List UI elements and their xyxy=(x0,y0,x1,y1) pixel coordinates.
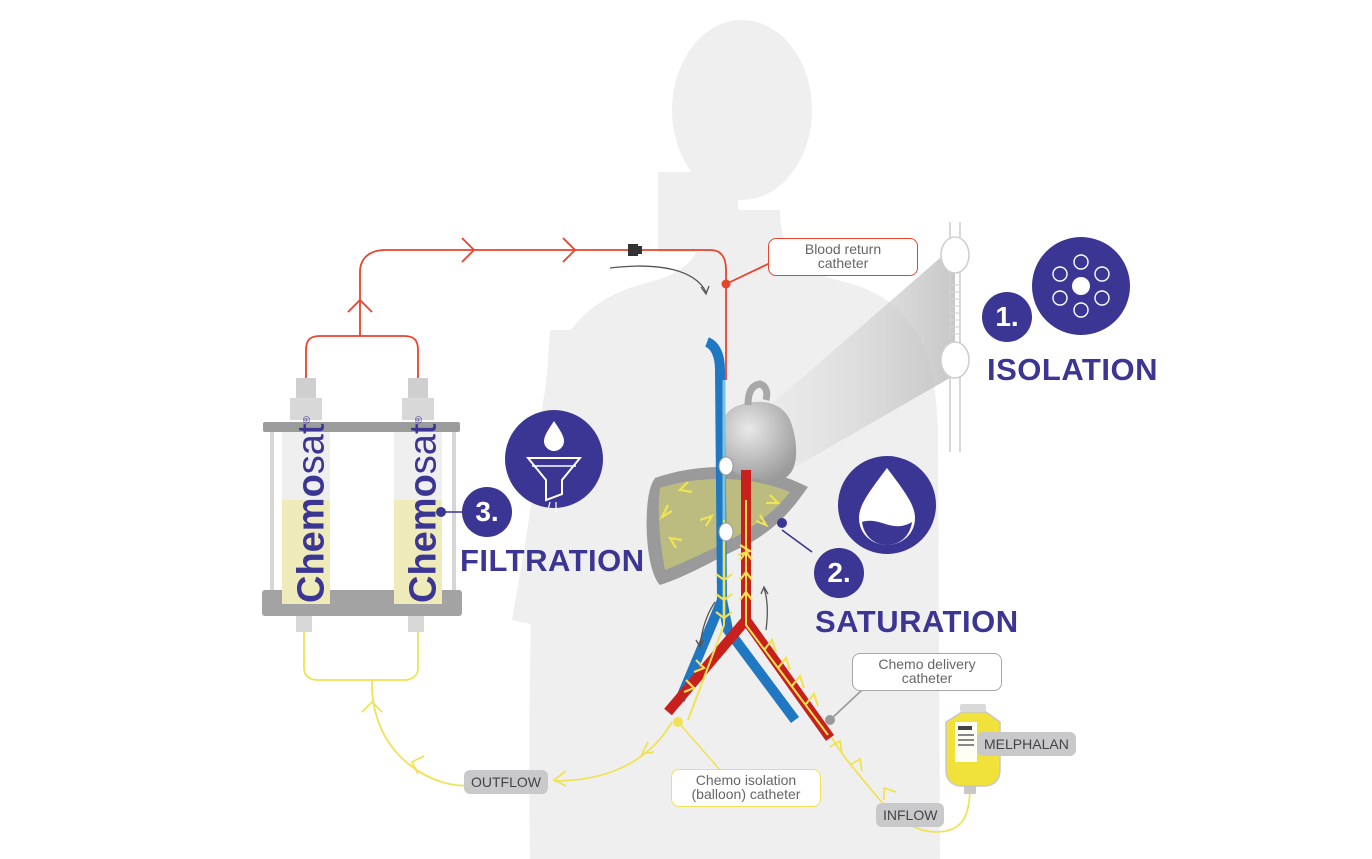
step-3-title: FILTRATION xyxy=(460,543,645,578)
return-line xyxy=(305,237,771,380)
balloon-upper xyxy=(718,456,734,476)
step-2-title: SATURATION xyxy=(815,604,1019,639)
isolation-catheter-illustration xyxy=(940,222,970,452)
return-junction-dot xyxy=(721,279,731,289)
outflow-line xyxy=(303,632,673,787)
melphalan-bag xyxy=(945,704,1001,794)
saturation-icon xyxy=(838,456,936,554)
filter-cartridge-2 xyxy=(394,378,442,632)
artery xyxy=(664,470,835,741)
filter-brand-1: Chemosat® xyxy=(290,416,333,603)
step-1-title: ISOLATION xyxy=(987,352,1158,387)
heart xyxy=(716,380,797,481)
chemo-isolation-label: Chemo isolation (balloon) catheter xyxy=(671,769,821,807)
filter-brand-2: Chemosat® xyxy=(402,416,445,603)
filtration-icon xyxy=(505,410,603,512)
step-2-number: 2. xyxy=(814,548,864,598)
direction-arrows xyxy=(609,265,769,649)
zoom-beam xyxy=(742,245,955,470)
melphalan-pill: MELPHALAN xyxy=(977,732,1076,756)
chemo-delivery-label: Chemo delivery catheter xyxy=(852,653,1002,691)
step-3-number: 3. xyxy=(462,487,512,537)
catheter-ticks xyxy=(950,284,960,335)
step-1-number: 1. xyxy=(982,292,1032,342)
filter-cartridge-1 xyxy=(282,378,330,632)
outflow-pill: OUTFLOW xyxy=(464,770,548,794)
balloon-lower xyxy=(718,522,734,542)
isolation-icon xyxy=(1032,237,1130,335)
liver-flow-arrows xyxy=(659,481,820,707)
clamp-icon xyxy=(628,244,642,256)
blood-return-label: Blood return catheter xyxy=(768,238,918,276)
inflow-pill: INFLOW xyxy=(876,803,945,827)
